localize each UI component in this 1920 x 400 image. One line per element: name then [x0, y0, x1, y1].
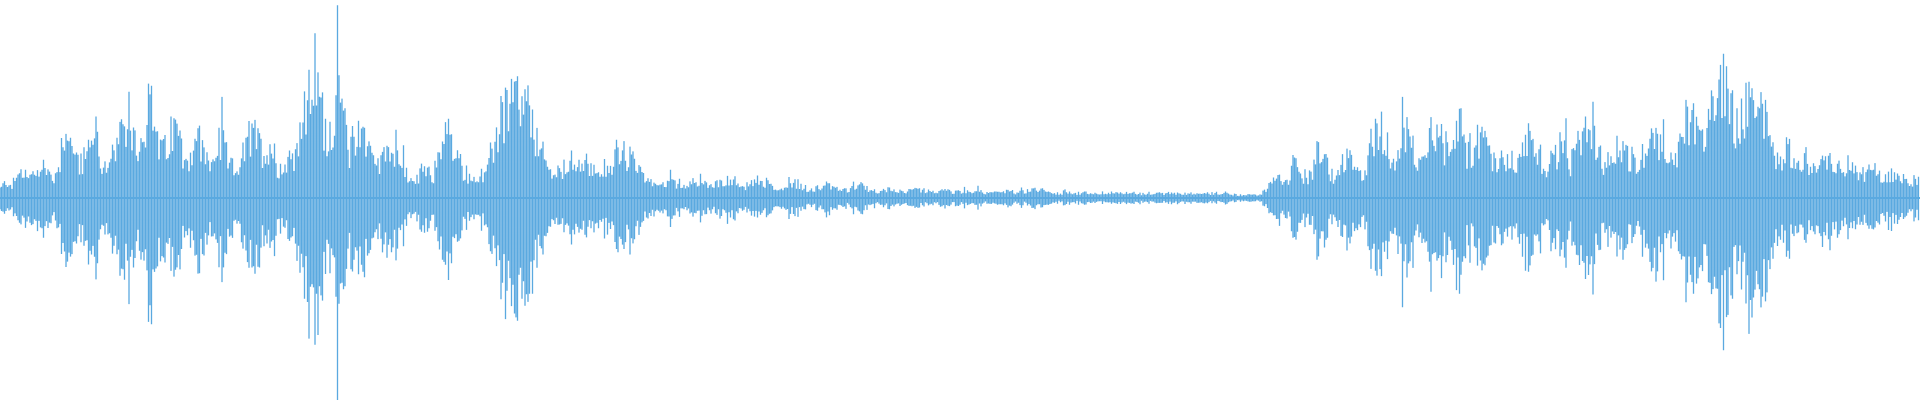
waveform-bars	[0, 5, 1920, 400]
waveform-path	[0, 5, 1920, 400]
